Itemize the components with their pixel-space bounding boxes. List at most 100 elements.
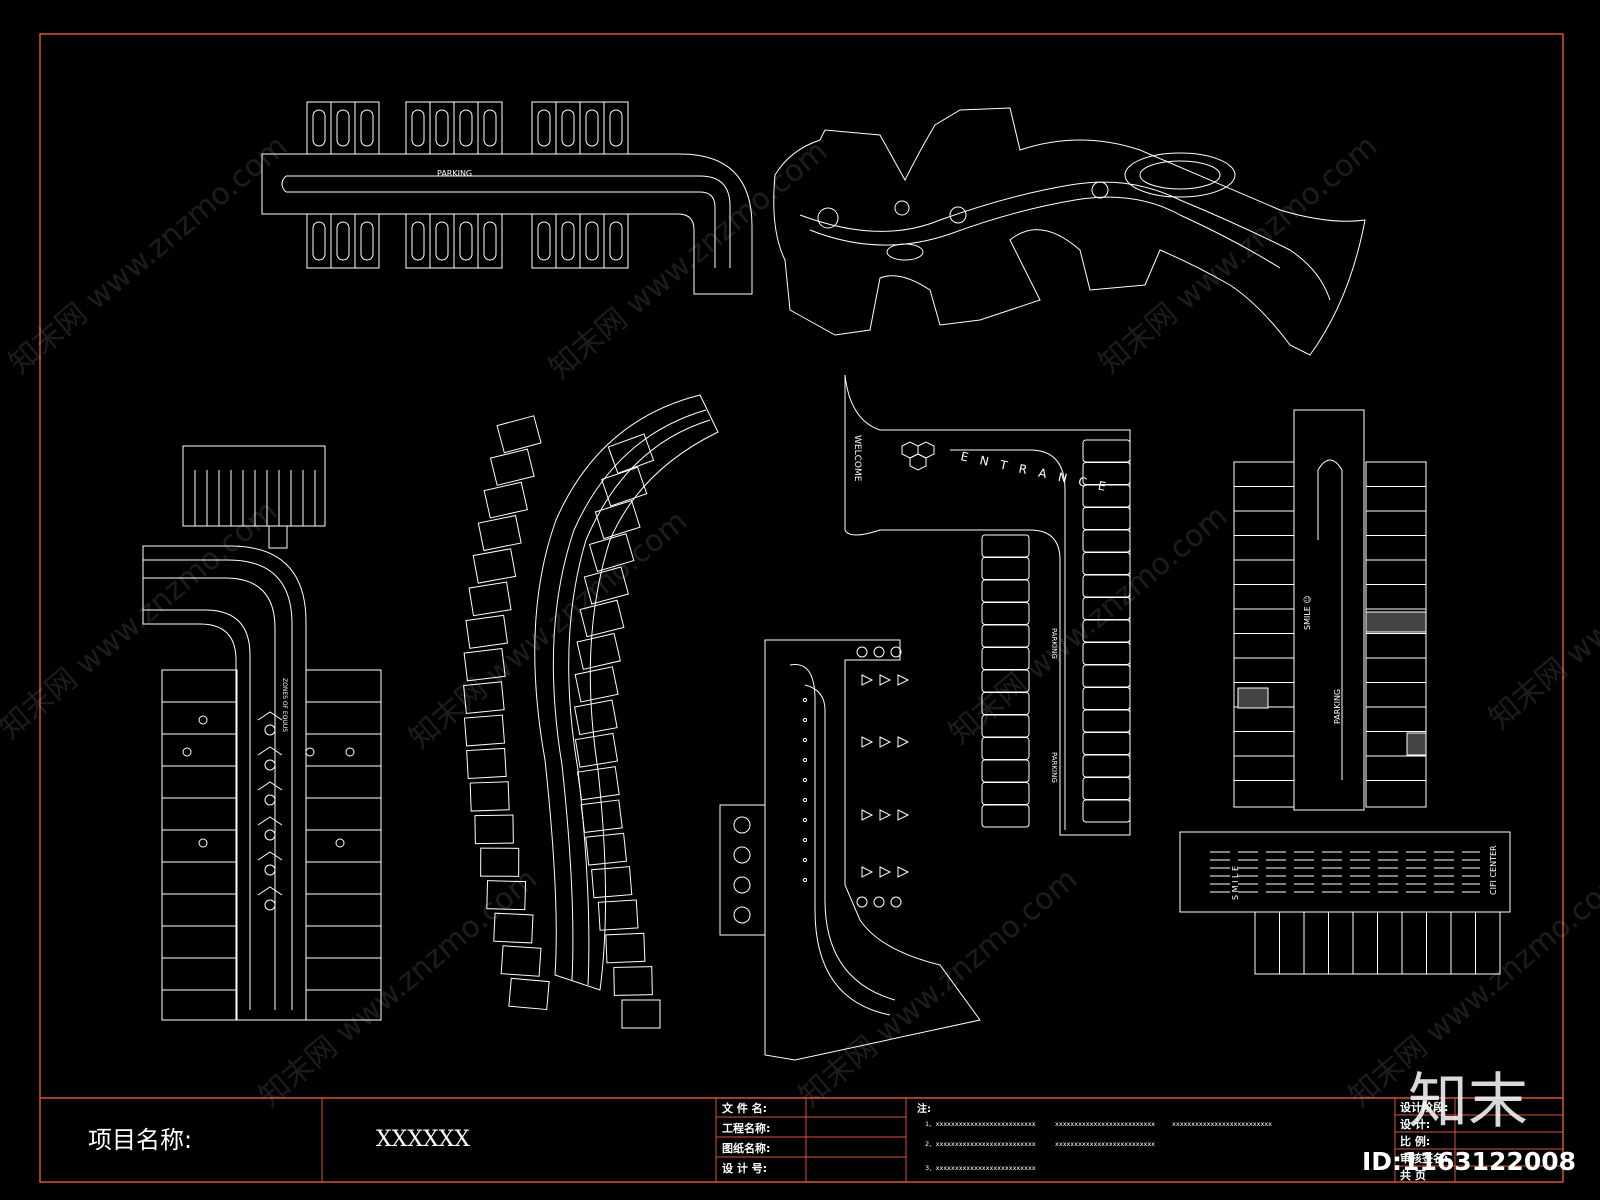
parking-bay <box>1082 777 1131 800</box>
note-1: 1、xxxxxxxxxxxxxxxxxxxxxxxxxx <box>925 1120 1036 1128</box>
bay-marking <box>336 221 350 261</box>
parking-bay <box>1082 732 1131 755</box>
note-3: 3、xxxxxxxxxxxxxxxxxxxxxxxxxx <box>925 1164 1036 1172</box>
arrow-triangle <box>861 736 874 748</box>
trefoil-mark <box>264 899 276 911</box>
road-dot <box>802 837 808 843</box>
parking-bay <box>354 213 380 269</box>
parking-bay <box>621 999 661 1029</box>
bay-stop <box>198 838 208 848</box>
bay-marking <box>411 221 425 261</box>
right-label-review: 审核签名: <box>1400 1151 1448 1165</box>
parking-bay <box>477 101 503 155</box>
parking-bay <box>486 880 527 911</box>
bay-marking <box>435 109 449 147</box>
bay-marking <box>483 109 497 147</box>
chevron-mark <box>257 781 283 791</box>
bay-marking <box>360 109 374 147</box>
parking-bay <box>583 566 630 605</box>
road-dot <box>802 737 808 743</box>
bay-stop <box>182 747 192 757</box>
parking-bay <box>588 533 635 572</box>
entrance-label: E N T R A N C E <box>959 449 1111 494</box>
parking-bay <box>463 648 506 682</box>
parking-bay <box>1082 709 1131 733</box>
welcome-label: WELCOME <box>852 435 862 482</box>
field-drawing-name: 图纸名称: <box>722 1141 770 1155</box>
tree-circle <box>733 876 751 894</box>
bay-marking <box>561 221 575 261</box>
chevron-mark <box>257 711 283 721</box>
parking-bay <box>469 781 510 812</box>
bollard <box>856 646 868 658</box>
bay-marking <box>312 109 326 147</box>
parking-bay <box>477 213 503 269</box>
parking-bay <box>466 747 507 780</box>
parking-label-1: PARKING <box>437 169 472 178</box>
parking-bay <box>508 977 550 1011</box>
watermarks: 知末网 www.znzmo.com 知末网 www.znzmo.com 知末网 … <box>0 129 1600 1114</box>
field-design-number: 设 计 号: <box>722 1161 767 1175</box>
note-1c: xxxxxxxxxxxxxxxxxxxxxxxxxx <box>1172 1120 1272 1128</box>
bay-marking <box>537 221 551 261</box>
parking-bay <box>1082 799 1131 823</box>
bay-stop <box>198 715 208 725</box>
parking-bay <box>579 599 625 638</box>
project-name-label: 项目名称: <box>88 1126 192 1154</box>
parking-bay <box>577 766 620 801</box>
plan-straight-parking: PARKING <box>261 101 753 295</box>
parking-bay <box>585 832 628 866</box>
right-label-design: 设 计: <box>1400 1117 1430 1131</box>
hatched-bay <box>1406 732 1427 756</box>
parking-bay <box>1082 552 1131 575</box>
parking-bay <box>1082 664 1131 688</box>
note-1b: xxxxxxxxxxxxxxxxxxxxxxxxxx <box>1055 1120 1155 1128</box>
arrow-triangle <box>879 809 892 821</box>
arrow-triangle <box>897 736 910 748</box>
bollard <box>890 896 902 908</box>
note-2: 2、xxxxxxxxxxxxxxxxxxxxxxxxxx <box>925 1140 1036 1148</box>
parking-bay <box>1082 529 1131 553</box>
trefoil-mark <box>264 794 276 806</box>
parking-bay <box>480 847 520 877</box>
watermark-8: 知末网 www.znzmo.com <box>253 862 544 1114</box>
bollard <box>890 646 902 658</box>
arrow-triangle <box>897 674 910 686</box>
watermark-7: 知末网 www.znzmo.com <box>1483 484 1600 736</box>
parking-bay <box>474 814 514 845</box>
road-dot <box>802 757 808 763</box>
chevron-mark <box>257 851 283 861</box>
parking-bay <box>981 804 1030 828</box>
arrow-triangle <box>861 866 874 878</box>
parking-bay <box>1082 507 1131 530</box>
tree-circle <box>733 816 751 834</box>
watermark-logo: 知末 <box>1408 1067 1528 1137</box>
smile-lower: S M I L E <box>1231 866 1240 900</box>
parking-bay <box>1082 687 1131 710</box>
parking-bay <box>601 466 648 507</box>
parking-bay <box>981 557 1030 580</box>
road-dot <box>802 857 808 863</box>
bay-marking <box>585 109 599 147</box>
bollard <box>873 646 885 658</box>
note-2b: xxxxxxxxxxxxxxxxxxxxxxxxxx <box>1055 1140 1155 1148</box>
parking-bay <box>1082 754 1131 778</box>
notes-label: 注: <box>917 1102 931 1115</box>
watermark-3: 知末网 www.znzmo.com <box>1093 129 1384 381</box>
tree-circle <box>733 906 751 924</box>
arrow-triangle <box>879 674 892 686</box>
right-label-pages: 共 页 <box>1400 1168 1426 1182</box>
watermark-2: 知末网 www.znzmo.com <box>543 134 834 386</box>
parking-bay <box>576 632 621 670</box>
field-file-name: 文 件 名: <box>722 1101 767 1115</box>
parking-bay <box>500 945 542 977</box>
parking-bay <box>463 681 505 714</box>
bay-marking <box>459 221 473 261</box>
bay-stop <box>335 838 345 848</box>
parking-bay <box>981 602 1030 625</box>
arrow-triangle <box>879 866 892 878</box>
parking-bay <box>472 548 517 584</box>
plan-right-lot: SMILE ☺ PARKING S M I L E CIFI CENTER <box>1179 409 1511 975</box>
parking-bay <box>574 699 618 736</box>
